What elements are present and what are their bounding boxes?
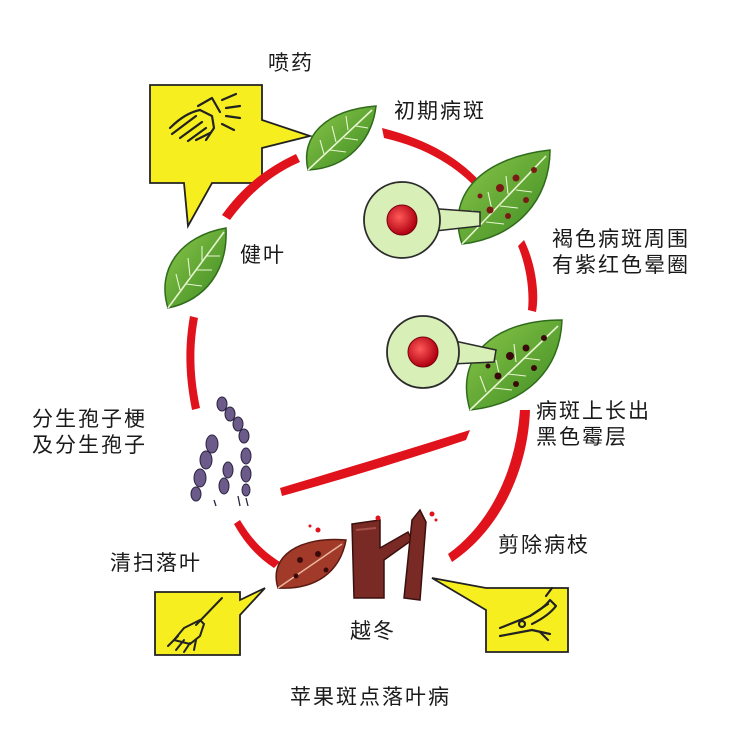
label-brown-lesion-line2: 有紫红色晕圈	[552, 253, 690, 277]
label-spray: 喷药	[268, 51, 314, 75]
label-conidiophore-line1: 分生孢子梗	[32, 407, 147, 431]
diagram-title: 苹果斑点落叶病	[290, 685, 451, 709]
label-conidiophore-line2: 及分生孢子	[32, 433, 147, 457]
cycle-arrows	[186, 128, 538, 568]
healthy-leaf	[164, 227, 227, 309]
lesion-magnifier-upper	[363, 181, 481, 259]
conidia-illustration	[190, 396, 252, 507]
label-black-mold-line1: 病斑上长出	[536, 399, 651, 423]
lesion-magnifier-lower	[386, 315, 497, 389]
label-healthy-leaf: 健叶	[240, 243, 286, 267]
label-overwinter: 越冬	[350, 619, 396, 643]
spray-callout	[149, 84, 314, 229]
prune-callout	[431, 577, 569, 653]
pruning-shears-icon	[498, 586, 558, 642]
early-lesion-leaf	[457, 149, 551, 245]
label-brown-lesion-line1: 褐色病斑周围	[552, 227, 690, 251]
branches	[351, 508, 438, 601]
black-mold-leaf	[465, 319, 563, 411]
hand-spray-icon	[168, 92, 242, 143]
broom-icon	[167, 597, 223, 653]
fallen-leaf	[275, 524, 347, 589]
label-early-lesion: 初期病斑	[394, 99, 486, 123]
sweep-callout	[154, 587, 266, 656]
sprayed-leaf	[305, 105, 377, 171]
label-prune: 剪除病枝	[498, 533, 590, 557]
label-black-mold-line2: 黑色霉层	[536, 425, 628, 449]
label-sweep: 清扫落叶	[110, 551, 202, 575]
